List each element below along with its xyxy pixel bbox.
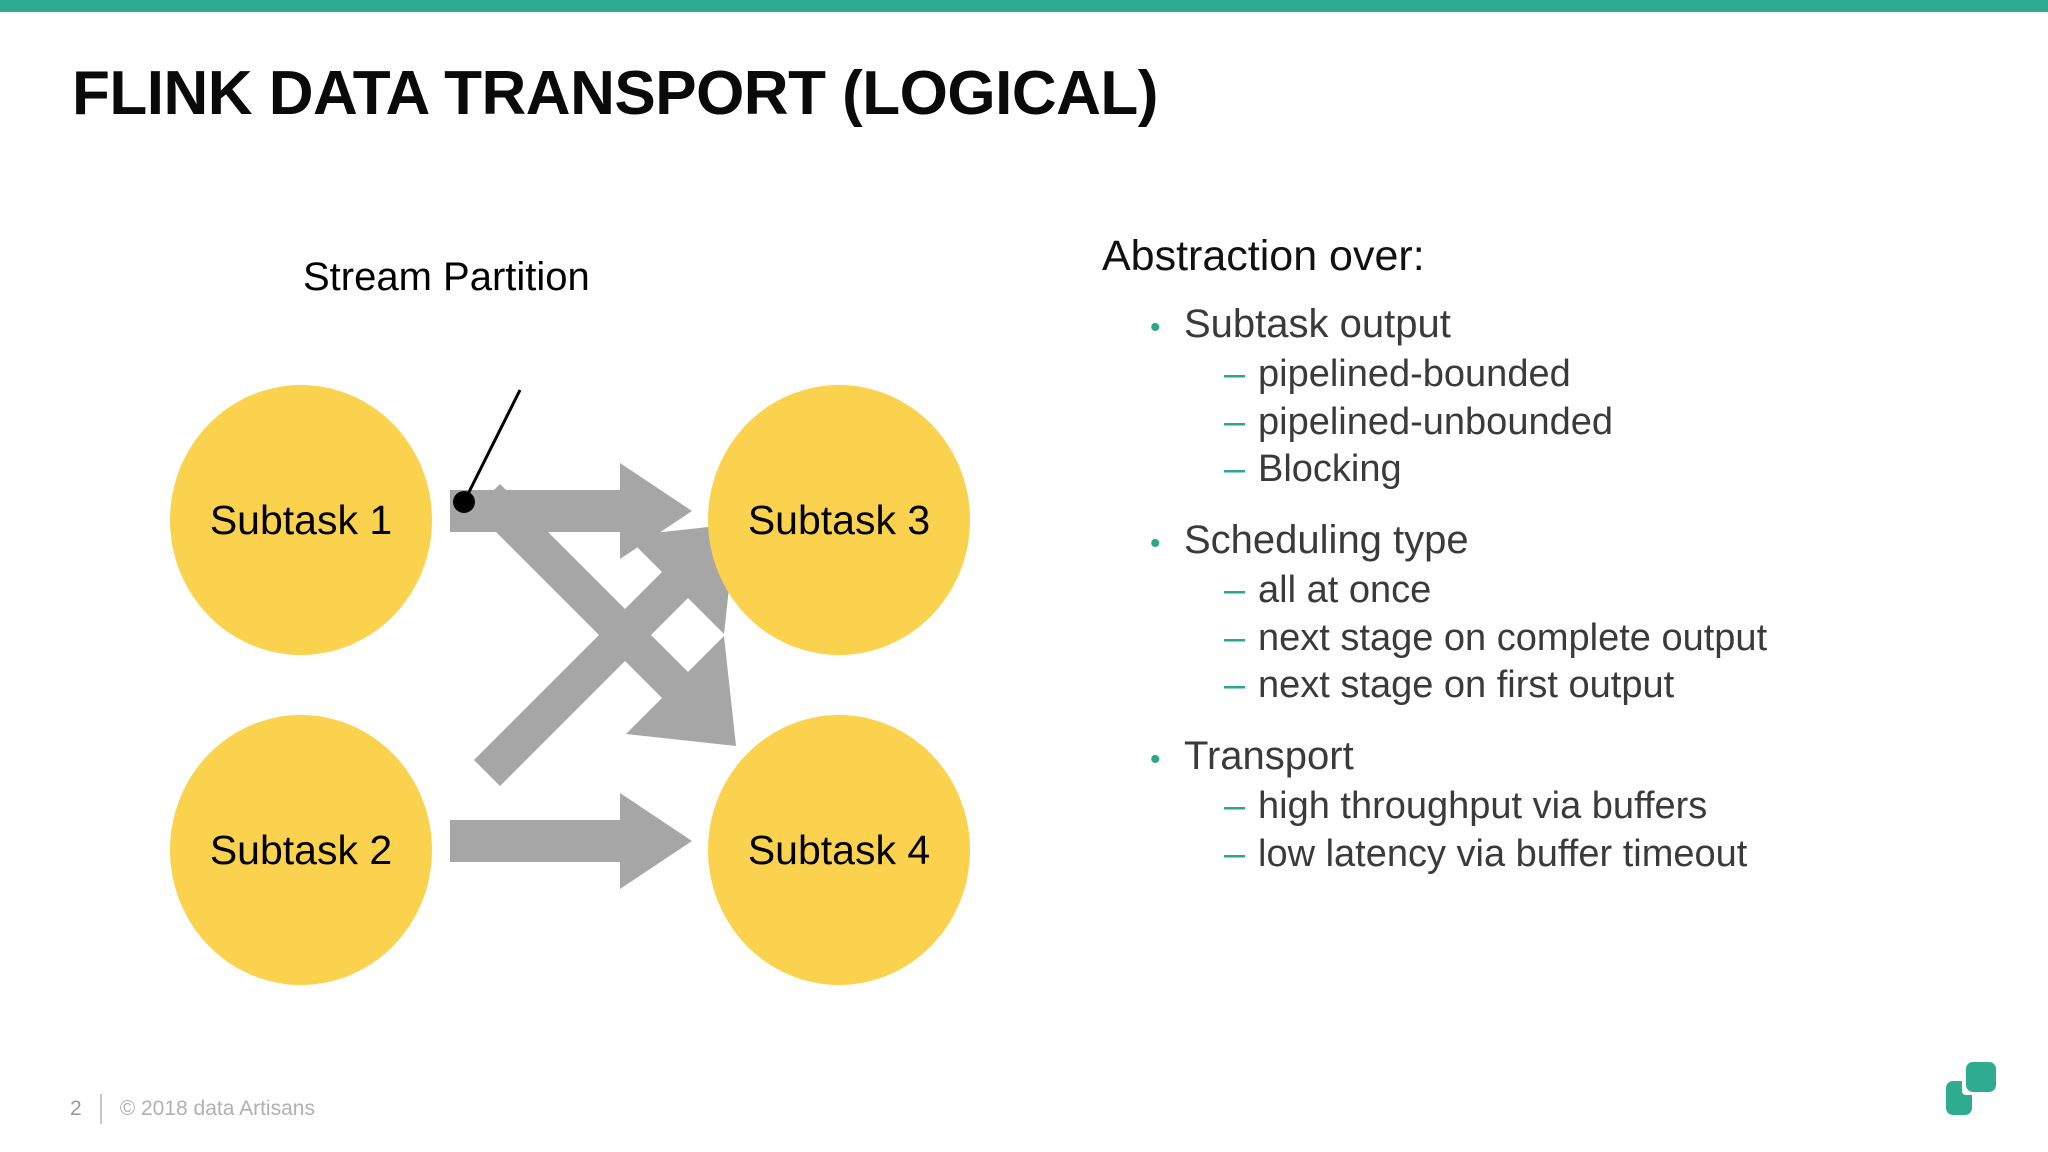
bullet-dash-icon: – xyxy=(1224,400,1246,443)
bullet-group-transport: • Transport – high throughput via buffer… xyxy=(1102,733,2002,877)
bullet-dash-icon: – xyxy=(1224,664,1246,707)
bullet-item-transport: • Transport xyxy=(1150,733,2002,780)
footer: 2 © 2018 data Artisans xyxy=(70,1094,315,1124)
bullet-item-subtask-output: • Subtask output xyxy=(1150,301,2002,348)
sub-bullet-label: next stage on first output xyxy=(1258,664,1675,707)
top-accent-bar xyxy=(0,0,2048,12)
sub-bullet-label: high throughput via buffers xyxy=(1258,785,1708,828)
node-subtask-1-label: Subtask 1 xyxy=(209,496,393,543)
logo-shape-bottom xyxy=(1946,1081,1972,1115)
stream-partition-leader-line xyxy=(453,389,522,513)
node-subtask-1[interactable]: Subtask 1 xyxy=(170,385,432,655)
arrow-subtask2-to-subtask3 xyxy=(459,524,736,786)
stream-partition-label: Stream Partition xyxy=(303,255,590,299)
sub-bullet-item: – pipelined-bounded xyxy=(1224,352,2002,398)
copyright-text: © 2018 data Artisans xyxy=(119,1097,315,1120)
node-subtask-4[interactable]: Subtask 4 xyxy=(708,715,970,985)
footer-divider xyxy=(99,1094,102,1124)
sub-bullet-item: – next stage on complete output xyxy=(1224,616,2002,662)
page-number: 2 xyxy=(70,1097,82,1120)
abstraction-bullet-list: Abstraction over: • Subtask output – pip… xyxy=(1102,232,2002,901)
bullets-heading: Abstraction over: xyxy=(1102,232,1425,280)
bullet-dash-icon: – xyxy=(1224,616,1246,659)
node-subtask-2[interactable]: Subtask 2 xyxy=(170,715,432,985)
bullet-dot-icon: • xyxy=(1150,311,1161,344)
sub-bullet-label: next stage on complete output xyxy=(1258,616,1768,659)
sub-bullet-item: – pipelined-unbounded xyxy=(1224,400,2002,446)
diagram-arrows xyxy=(450,389,736,889)
page-title: FLINK DATA TRANSPORT (LOGICAL) xyxy=(72,59,1158,128)
bullet-dash-icon: – xyxy=(1224,569,1246,612)
node-subtask-2-label: Subtask 2 xyxy=(209,826,393,873)
node-subtask-3[interactable]: Subtask 3 xyxy=(708,385,970,655)
bullet-group-subtask-output: • Subtask output – pipelined-bounded – p… xyxy=(1102,301,2002,493)
bullet-label: Transport xyxy=(1184,733,1354,778)
bullet-label: Subtask output xyxy=(1184,302,1451,346)
arrow-subtask2-to-subtask4 xyxy=(450,793,692,889)
bullet-dash-icon: – xyxy=(1224,353,1246,396)
sub-bullet-label: all at once xyxy=(1258,569,1432,612)
sub-bullet-item: – high throughput via buffers xyxy=(1224,784,2002,830)
sub-bullet-item: – all at once xyxy=(1224,568,2002,614)
sub-bullet-item: – low latency via buffer timeout xyxy=(1224,832,2002,878)
arrow-subtask1-to-subtask4 xyxy=(459,484,736,746)
node-subtask-4-label: Subtask 4 xyxy=(747,826,931,873)
bullet-group-scheduling-type: • Scheduling type – all at once – next s… xyxy=(1102,517,2002,709)
logo-square-top xyxy=(1966,1062,1996,1092)
bullet-dash-icon: – xyxy=(1224,832,1246,875)
sub-bullet-label: pipelined-bounded xyxy=(1258,353,1571,396)
bullet-dot-icon: • xyxy=(1150,742,1161,776)
sub-bullet-label: pipelined-unbounded xyxy=(1258,400,1613,443)
arrow-subtask1-to-subtask3 xyxy=(450,463,692,559)
data-artisans-logo xyxy=(1946,1062,1996,1115)
sub-bullet-label: Blocking xyxy=(1258,448,1402,491)
flink-transport-diagram: Stream Partition Subtask 1 Subtask 3 Sub… xyxy=(60,255,1000,1000)
bullet-label: Scheduling type xyxy=(1184,517,1469,562)
sub-bullet-item: – Blocking xyxy=(1224,447,2002,493)
bullet-dash-icon: – xyxy=(1224,785,1246,828)
sub-bullet-item: – next stage on first output xyxy=(1224,663,2002,709)
bullet-dash-icon: – xyxy=(1224,448,1246,491)
bullet-item-scheduling-type: • Scheduling type xyxy=(1150,517,2002,564)
sub-bullet-label: low latency via buffer timeout xyxy=(1258,832,1748,875)
node-subtask-3-label: Subtask 3 xyxy=(747,496,931,543)
bullet-dot-icon: • xyxy=(1150,526,1161,560)
